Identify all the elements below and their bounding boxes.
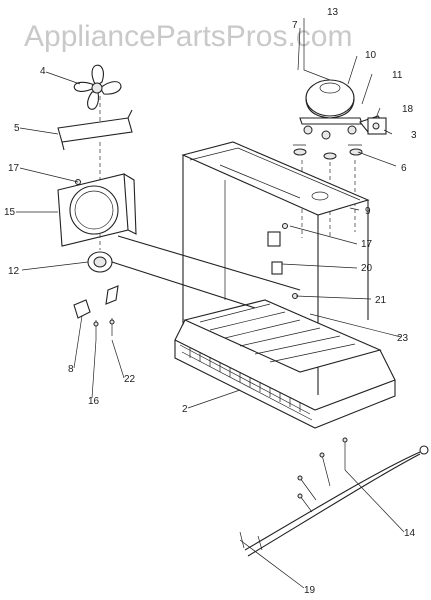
callout-14: 14	[404, 528, 416, 539]
leader-lines	[16, 18, 405, 589]
callout-5: 5	[14, 123, 20, 134]
callout-4: 4	[40, 66, 46, 77]
condenser-fan-motor	[87, 235, 301, 309]
callout-7: 7	[292, 20, 298, 31]
condenser-fan-blade	[73, 64, 122, 110]
mounting-bracket	[267, 223, 298, 299]
callout-15: 15	[4, 207, 16, 218]
fan-bracket	[57, 109, 133, 151]
compressor-relay	[359, 115, 387, 135]
callout-2: 2	[182, 404, 188, 415]
condenser-housing	[181, 141, 370, 395]
callout-20: 20	[361, 263, 373, 274]
callout-9: 9	[365, 206, 371, 217]
condenser-base-pan	[174, 299, 396, 429]
compressor	[299, 79, 363, 140]
callout-6: 6	[401, 163, 407, 174]
wire-harness	[239, 437, 429, 557]
callout-11: 11	[392, 70, 403, 81]
callout-12: 12	[8, 266, 20, 277]
callout-23: 23	[397, 333, 409, 344]
motor-mounting-hardware	[73, 285, 119, 340]
callout-19: 19	[304, 585, 316, 596]
callout-3: 3	[411, 130, 417, 141]
grommets	[293, 144, 363, 160]
callout-17-left: 17	[8, 163, 20, 174]
watermark-text: AppliancePartsPros.com	[24, 20, 352, 53]
fan-shroud	[57, 173, 137, 247]
callout-8: 8	[68, 364, 74, 375]
callout-22: 22	[124, 374, 136, 385]
callout-labels: 13 7 10 11 18 3 6 9 17 20 21 23 4 5 17 1…	[4, 7, 417, 596]
callout-13: 13	[327, 7, 339, 18]
callout-16: 16	[88, 396, 100, 407]
callout-21: 21	[375, 295, 387, 306]
callout-18: 18	[402, 104, 414, 115]
callout-17-right: 17	[361, 239, 373, 250]
callout-10: 10	[365, 50, 377, 61]
